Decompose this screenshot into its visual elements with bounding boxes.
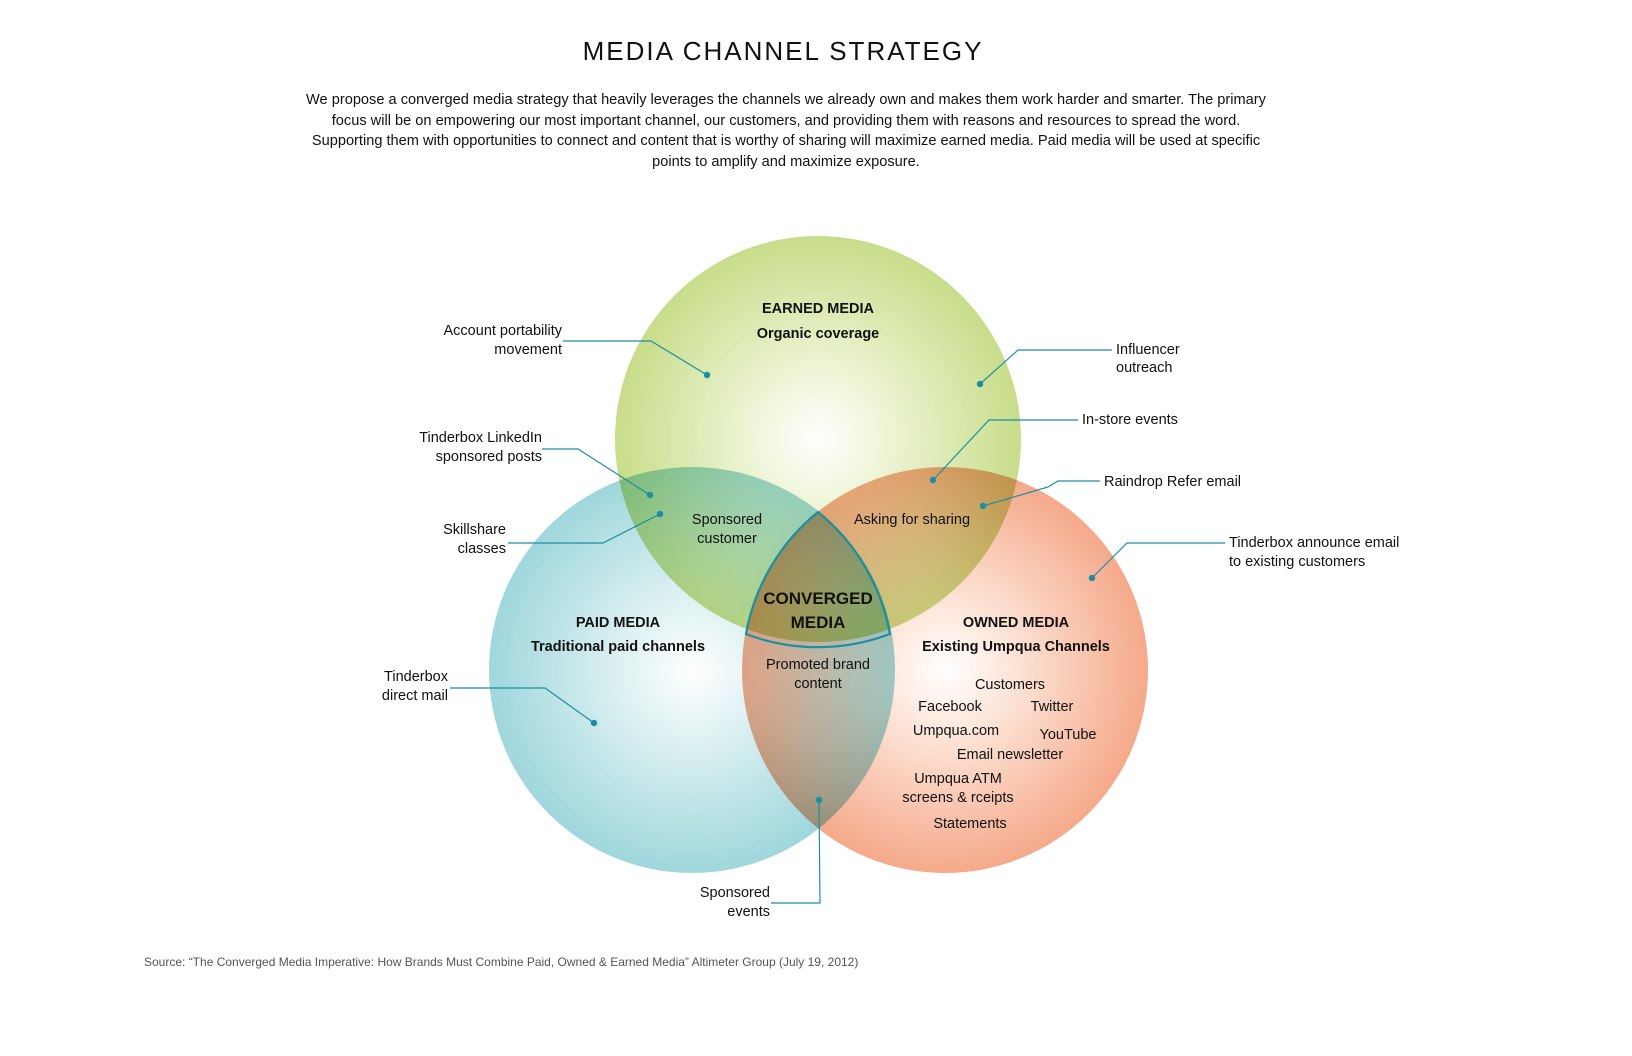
owned-channel-facebook: Facebook (918, 699, 982, 715)
owned-media-circle (742, 467, 1148, 873)
callout-account-portability-line1: Account portability (444, 323, 563, 339)
converged-label-line1: CONVERGED (763, 589, 873, 608)
converged-center-outline (744, 510, 892, 649)
overlap-earned-paid-line2: customer (697, 531, 757, 547)
callout-tinderbox-linkedin-line2: sponsored posts (436, 449, 542, 465)
callout-raindrop-refer: Raindrop Refer email (1104, 474, 1241, 490)
owned-channel-atm-line1: Umpqua ATM (914, 771, 1002, 787)
owned-channel-atm-line2: screens & rceipts (902, 790, 1013, 806)
callout-tinderbox-announce-line2: to existing customers (1229, 554, 1365, 570)
source-citation: Source: “The Converged Media Imperative:… (144, 955, 859, 969)
callout-tinderbox-announce-line1: Tinderbox announce email (1229, 535, 1399, 551)
callout-influencer-line1: Influencer (1116, 342, 1180, 358)
callout-influencer-line2: outreach (1116, 360, 1172, 376)
intro-paragraph: We propose a converged media strategy th… (306, 92, 1266, 170)
overlap-paid-owned-line1: Promoted brand (766, 657, 870, 673)
callout-leaders (450, 340, 1225, 904)
overlap-paid-owned-line2: content (794, 676, 842, 692)
callout-instore-events: In-store events (1082, 412, 1178, 428)
callout-sponsored-events-line2: events (727, 904, 770, 920)
callout-tinderbox-direct-mail-line2: direct mail (382, 688, 448, 704)
paid-heading: PAID MEDIA (576, 615, 661, 631)
callout-account-portability-line2: movement (494, 342, 562, 358)
earned-subheading: Organic coverage (757, 326, 880, 342)
callout-tinderbox-linkedin-line1: Tinderbox LinkedIn (419, 430, 542, 446)
overlap-earned-owned: Asking for sharing (854, 512, 970, 528)
owned-channel-customers: Customers (975, 677, 1045, 693)
owned-channel-youtube: YouTube (1040, 727, 1097, 743)
earned-heading: EARNED MEDIA (762, 301, 875, 317)
page-title: MEDIA CHANNEL STRATEGY (582, 36, 984, 66)
paid-subheading: Traditional paid channels (531, 639, 705, 655)
owned-channel-statements: Statements (933, 816, 1006, 832)
converged-label-line2: MEDIA (791, 613, 846, 632)
callout-skillshare-line1: Skillshare (443, 522, 506, 538)
owned-channel-email-newsletter: Email newsletter (957, 747, 1064, 763)
owned-heading: OWNED MEDIA (963, 615, 1070, 631)
callout-sponsored-events-line1: Sponsored (700, 885, 770, 901)
callout-skillshare-line2: classes (458, 541, 506, 557)
owned-channel-twitter: Twitter (1031, 699, 1074, 715)
overlap-earned-paid-line1: Sponsored (692, 512, 762, 528)
owned-subheading: Existing Umpqua Channels (922, 639, 1110, 655)
owned-channel-umpqua-com: Umpqua.com (913, 723, 999, 739)
callout-tinderbox-direct-mail-line1: Tinderbox (384, 669, 449, 685)
